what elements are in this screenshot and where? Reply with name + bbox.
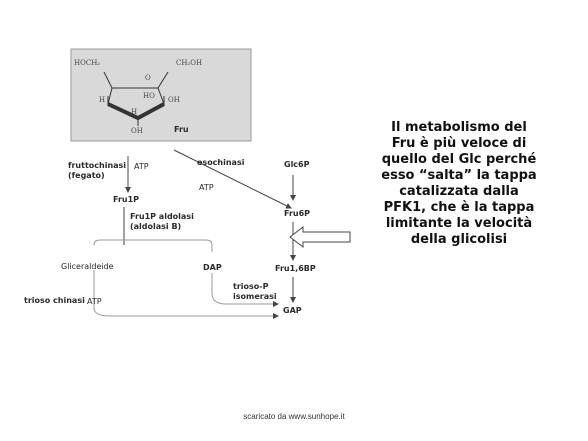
metabolite-fru1p: Fru1P xyxy=(113,195,140,204)
description-line: quello del Glc perché xyxy=(381,152,537,167)
ring-oxygen: O xyxy=(145,74,151,82)
ring-group-hoch2: HOCH₂ xyxy=(74,59,101,67)
ring-group-ho: HO xyxy=(143,92,155,100)
enzyme-trioso-chinasi: trioso chinasi xyxy=(24,296,85,305)
fructose-label: Fru xyxy=(174,125,189,134)
description-line: Fru è più veloce di xyxy=(391,136,527,151)
description-line: limitante la velocità xyxy=(385,216,533,231)
enzyme-aldolasi: Fru1P aldolasi xyxy=(130,212,194,221)
ring-group-ch2oh: CH₂OH xyxy=(176,59,203,67)
enzyme-trioso-isomerasi-2: isomerasi xyxy=(233,292,277,301)
fructose-ring xyxy=(103,71,169,126)
ring-group-h-left: H xyxy=(99,96,106,104)
atp-label-3: ATP xyxy=(87,297,102,306)
metabolite-gap: GAP xyxy=(283,306,302,315)
ring-group-oh-bottom: OH xyxy=(131,127,143,135)
pfk1-pointer-arrow xyxy=(289,225,351,249)
description-line: PFK1, che è la tappa xyxy=(383,200,535,215)
atp-label-2: ATP xyxy=(199,183,214,192)
ring-group-oh-right: OH xyxy=(168,96,180,104)
arrow-fru-to-fru6p xyxy=(173,149,292,209)
enzyme-fruttochinasi: fruttochinasi xyxy=(68,161,127,170)
atp-label-1: ATP xyxy=(134,162,149,171)
metabolite-fru16bp: Fru1,6BP xyxy=(275,264,316,273)
arrow-dap-to-gap xyxy=(211,273,279,307)
description-line: esso “salta” la tappa xyxy=(381,168,537,183)
arrow-gliceraldeide-to-gap xyxy=(93,270,279,319)
enzyme-aldolasi-note: (aldolasi B) xyxy=(130,222,182,231)
ring-group-h-bottom: H xyxy=(131,108,138,116)
description-text: Il metabolismo del Fru è più veloce di q… xyxy=(340,120,578,248)
enzyme-fruttochinasi-note: (fegato) xyxy=(68,171,105,180)
metabolite-glc6p: Glc6P xyxy=(284,160,310,169)
enzyme-trioso-isomerasi: trioso-P xyxy=(233,282,269,291)
description-line: della glicolisi xyxy=(410,232,508,247)
footer-source: scaricato da www.sunhope.it xyxy=(243,412,345,421)
metabolite-fru6p: Fru6P xyxy=(284,209,311,218)
metabolite-gliceraldeide: Gliceraldeide xyxy=(61,262,114,271)
arrow-fru1p-split xyxy=(93,239,213,252)
enzyme-esochinasi: esochinasi xyxy=(197,158,245,167)
metabolite-dap: DAP xyxy=(203,263,222,272)
description-line: Il metabolismo del xyxy=(391,120,527,135)
description-line: catalizzata dalla xyxy=(399,184,519,199)
